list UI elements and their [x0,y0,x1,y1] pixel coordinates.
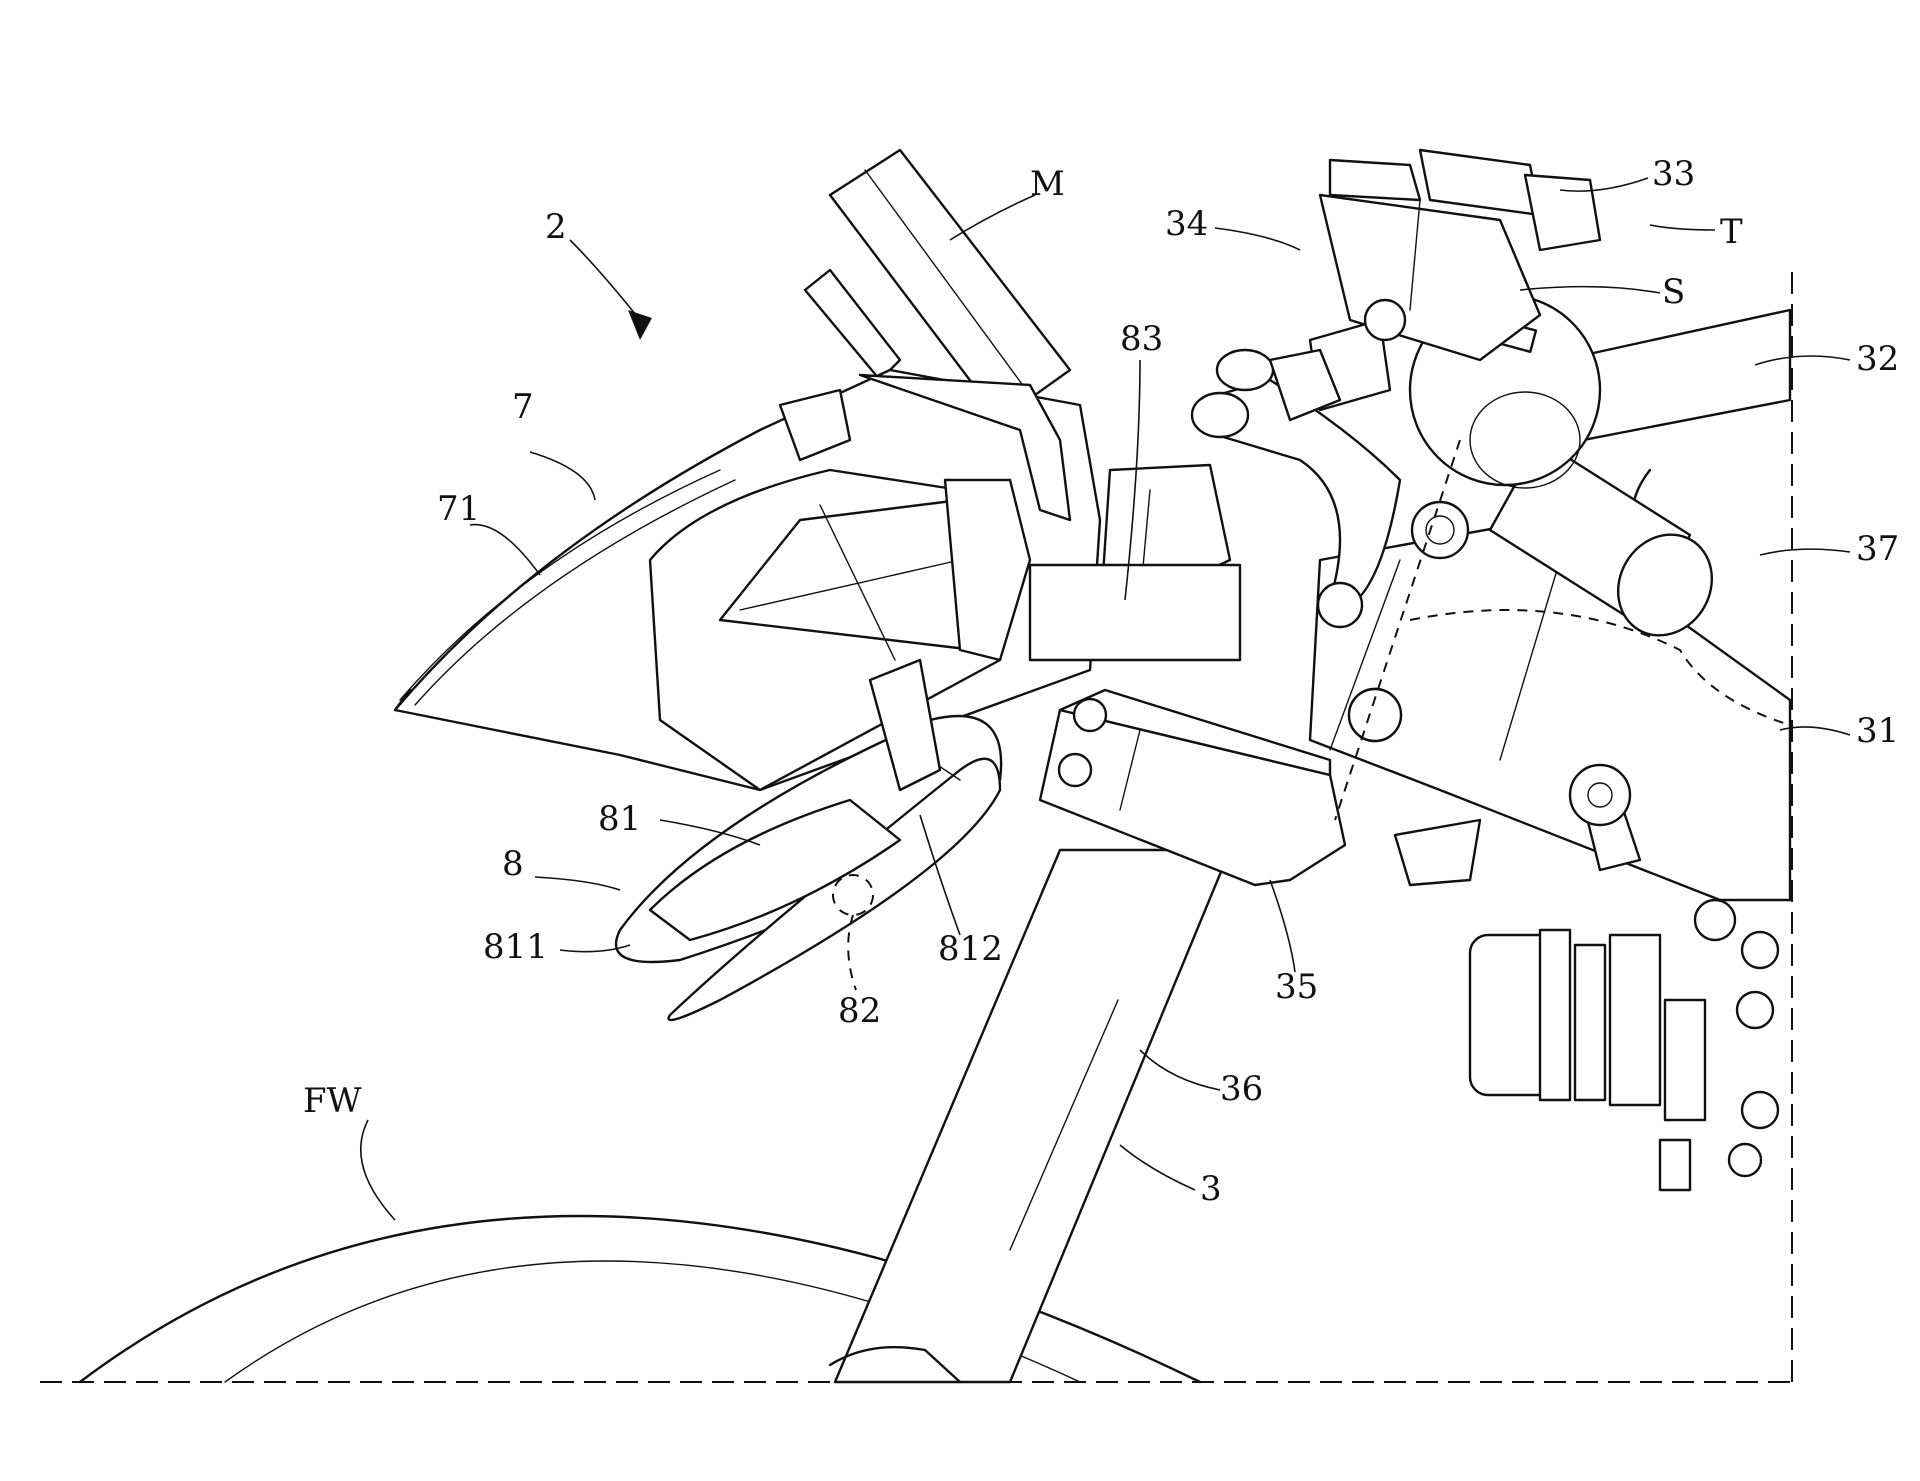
label-m: M [1030,164,1065,204]
front-fork [830,850,1230,1382]
label-37: 37 [1856,529,1899,569]
label-3: 3 [1200,1169,1222,1209]
label-31: 31 [1856,711,1899,751]
label-811: 811 [483,927,548,967]
label-35: 35 [1275,967,1318,1007]
label-s: S [1662,272,1685,312]
label-71: 71 [437,489,480,529]
label-fw: FW [303,1081,362,1121]
label-t: T [1720,212,1743,252]
label-7: 7 [512,387,534,427]
sensor-box [1030,565,1240,660]
label-33: 33 [1652,154,1695,194]
label-36: 36 [1220,1069,1263,1109]
label-81: 81 [598,799,641,839]
headlight-cowl [395,370,1100,790]
label-83: 83 [1120,319,1163,359]
label-2: 2 [545,207,567,247]
label-34: 34 [1165,204,1208,244]
label-812: 812 [938,929,1003,969]
arrow-2 [570,240,652,340]
label-32: 32 [1856,339,1899,379]
label-8: 8 [502,844,524,884]
label-82: 82 [838,991,881,1031]
